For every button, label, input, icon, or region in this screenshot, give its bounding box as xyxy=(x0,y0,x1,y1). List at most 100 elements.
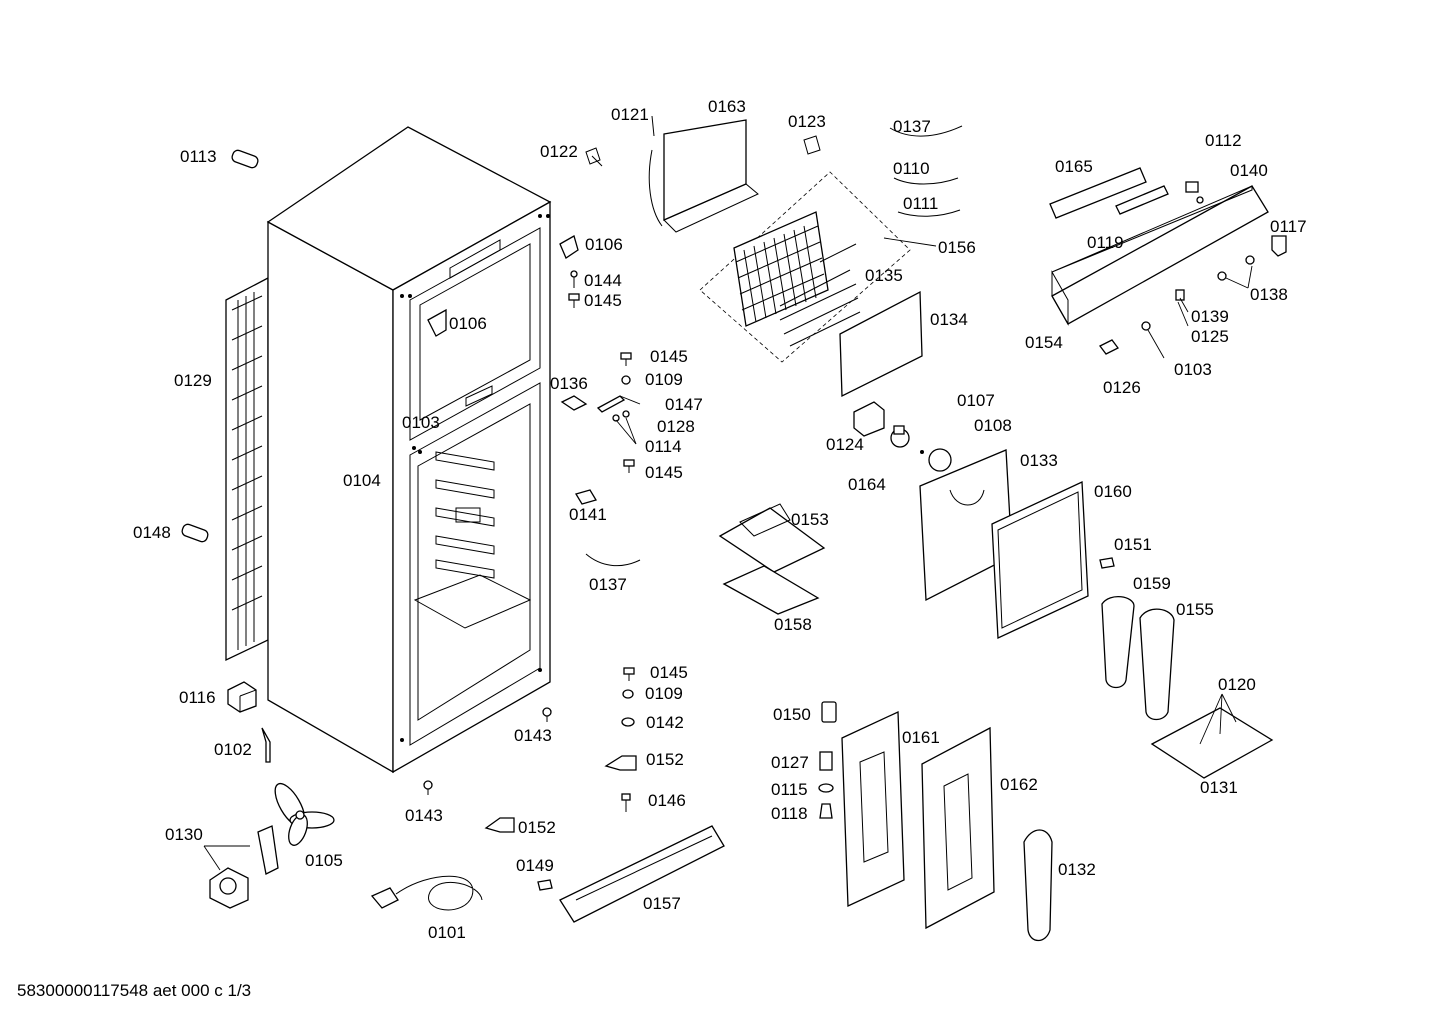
fridge-cabinet xyxy=(225,126,552,774)
door-liner-0161 xyxy=(841,710,905,908)
clip-0123 xyxy=(803,135,821,155)
part-label-0151: 0151 xyxy=(1114,535,1152,554)
part-label-0102: 0102 xyxy=(214,740,252,759)
part-label-0103a: 0103 xyxy=(402,413,440,432)
part-label-0116: 0116 xyxy=(179,688,216,707)
part-label-0127: 0127 xyxy=(771,753,809,772)
part-label-0143b: 0143 xyxy=(405,806,443,825)
light-0117 xyxy=(1271,235,1287,257)
part-label-0145b: 0145 xyxy=(650,347,688,366)
part-0149 xyxy=(537,879,553,891)
motor-0130 xyxy=(203,825,279,909)
part-label-0148: 0148 xyxy=(133,523,171,542)
part-label-0130: 0130 xyxy=(165,825,203,844)
part-label-0109a: 0109 xyxy=(645,370,683,389)
part-label-0147: 0147 xyxy=(665,395,703,414)
part-label-0121: 0121 xyxy=(611,105,649,124)
sensor-0102 xyxy=(261,727,271,763)
part-label-0149: 0149 xyxy=(516,856,554,875)
bracket-0106b xyxy=(427,308,447,337)
part-label-0126: 0126 xyxy=(1103,378,1141,397)
part-label-0115: 0115 xyxy=(771,780,808,799)
part-label-0123: 0123 xyxy=(788,112,826,131)
part-label-0135: 0135 xyxy=(865,266,903,285)
duct-0153 xyxy=(718,503,826,573)
part-label-0164: 0164 xyxy=(848,475,886,494)
parts-0139-0125-0138-0126-0103b xyxy=(1099,255,1255,359)
screw-0143b xyxy=(423,780,433,795)
part-0140 xyxy=(1196,196,1204,204)
bracket-0152b xyxy=(484,817,515,833)
bracket-0124 xyxy=(853,401,885,437)
part-label-0101: 0101 xyxy=(428,923,466,942)
shroud-0155 xyxy=(1139,608,1175,721)
part-label-0163: 0163 xyxy=(708,97,746,116)
diagram-reference-footer: 58300000117548 aet 000 c 1/3 xyxy=(17,981,252,1000)
part-label-0131: 0131 xyxy=(1200,778,1238,797)
leader-0156 xyxy=(883,237,937,247)
screws-lower-group xyxy=(604,667,637,812)
fan-0105 xyxy=(274,782,335,846)
part-label-0106a: 0106 xyxy=(585,235,623,254)
part-label-0155: 0155 xyxy=(1176,600,1214,619)
part-label-0136: 0136 xyxy=(550,374,588,393)
part-label-0152a: 0152 xyxy=(646,750,684,769)
panel-0134 xyxy=(839,290,923,398)
part-label-0159: 0159 xyxy=(1133,574,1171,593)
plug-0148 xyxy=(181,523,209,543)
part-label-0145c: 0145 xyxy=(645,463,683,482)
part-label-0112: 0112 xyxy=(1205,131,1242,150)
part-label-0110: 0110 xyxy=(893,159,930,178)
bracket-0106a xyxy=(559,235,579,259)
part-label-0153: 0153 xyxy=(791,510,829,529)
door-liner-0162 xyxy=(921,726,995,930)
part-label-0111: 0111 xyxy=(903,194,938,213)
part-label-0145a: 0145 xyxy=(584,291,622,310)
part-0118 xyxy=(819,803,833,819)
part-label-0128: 0128 xyxy=(657,417,695,436)
part-label-0119: 0119 xyxy=(1087,233,1124,252)
cover-0160 xyxy=(991,481,1089,639)
screw-0143a xyxy=(542,707,552,722)
part-label-0113: 0113 xyxy=(180,147,217,166)
plug-0113 xyxy=(231,149,259,169)
part-label-0162: 0162 xyxy=(1000,775,1038,794)
part-label-0108: 0108 xyxy=(974,416,1012,435)
wire-0137b xyxy=(585,553,641,567)
part-label-0125: 0125 xyxy=(1191,327,1229,346)
part-label-0141: 0141 xyxy=(569,505,607,524)
part-label-0142: 0142 xyxy=(646,713,684,732)
part-label-0165: 0165 xyxy=(1055,157,1093,176)
plate-0131 xyxy=(1150,693,1274,779)
part-label-0134: 0134 xyxy=(930,310,968,329)
part-label-0156: 0156 xyxy=(938,238,976,257)
part-label-0104: 0104 xyxy=(343,471,381,490)
part-label-0129: 0129 xyxy=(174,371,212,390)
evaporator-0135 xyxy=(733,211,861,347)
box-0116 xyxy=(227,681,257,713)
part-label-0145d: 0145 xyxy=(650,663,688,682)
part-label-0122: 0122 xyxy=(540,142,578,161)
shroud-0159 xyxy=(1101,596,1135,689)
evaporator-box-dashed xyxy=(699,171,911,363)
part-label-0132: 0132 xyxy=(1058,860,1096,879)
handle-0132 xyxy=(1023,829,1053,942)
part-label-0137a: 0137 xyxy=(893,117,931,136)
part-label-0133: 0133 xyxy=(1020,451,1058,470)
evap-cover-0163 xyxy=(648,115,759,233)
part-label-0161: 0161 xyxy=(902,728,940,747)
part-label-0109b: 0109 xyxy=(645,684,683,703)
knob-0112 xyxy=(1185,181,1199,193)
part-label-0158: 0158 xyxy=(774,615,812,634)
part-label-0143a: 0143 xyxy=(514,726,552,745)
part-label-0140: 0140 xyxy=(1230,161,1268,180)
part-label-0138: 0138 xyxy=(1250,285,1288,304)
bolt-0144 xyxy=(570,270,578,288)
screws-0145-group xyxy=(596,352,641,473)
motor-0164 xyxy=(890,425,910,448)
part-label-0106b: 0106 xyxy=(449,314,487,333)
part-label-0118: 0118 xyxy=(771,804,808,823)
part-0150 xyxy=(821,701,837,723)
part-label-0114: 0114 xyxy=(645,437,682,456)
